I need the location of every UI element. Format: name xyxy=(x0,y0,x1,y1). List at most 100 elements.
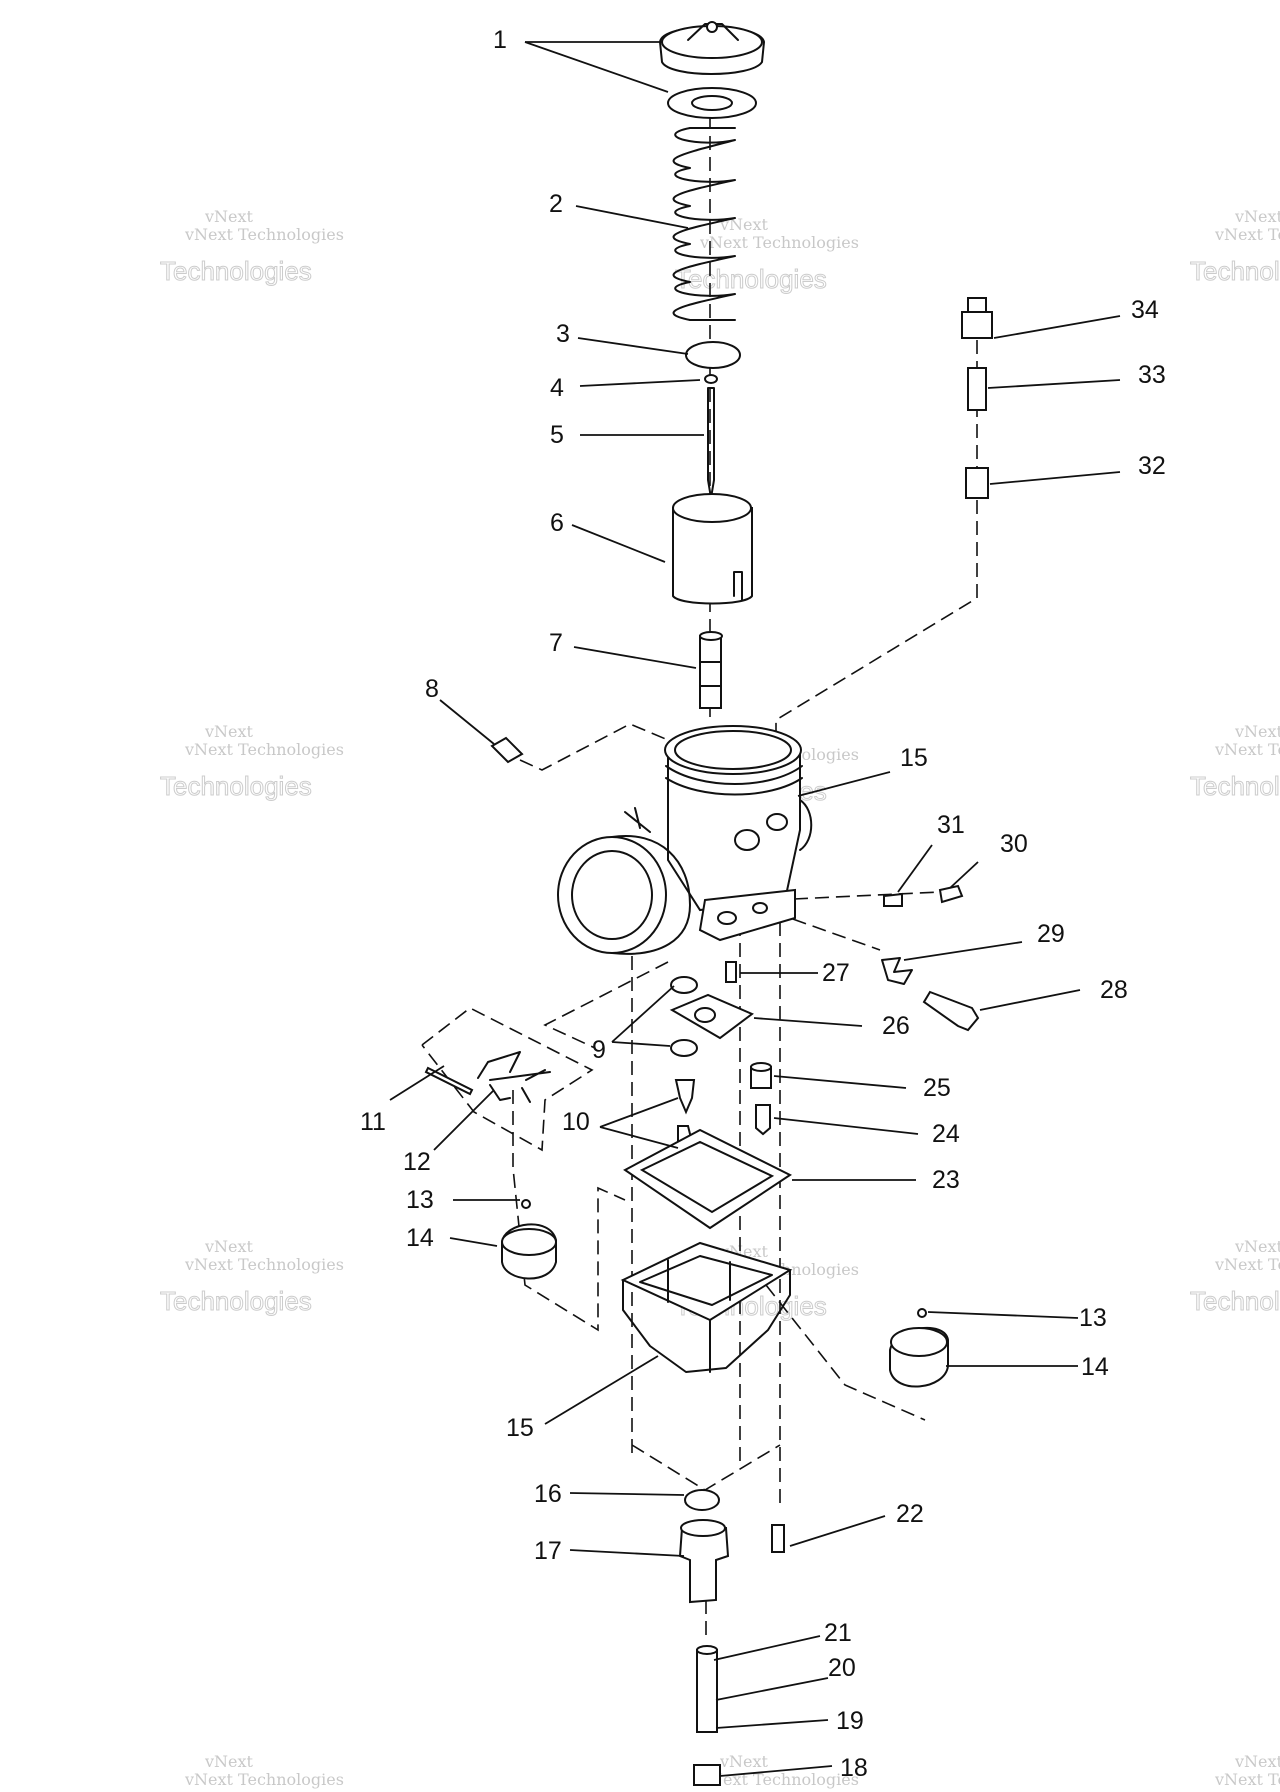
svg-text:vNext Technologies: vNext Technologies xyxy=(699,233,859,252)
part-cap-washer xyxy=(667,87,757,119)
callout-15-lower: 15 xyxy=(506,1414,534,1442)
part-main-jet xyxy=(693,1764,721,1786)
part-idle-spring xyxy=(881,957,913,985)
part-retainer-plate xyxy=(685,341,741,369)
part-pilot-screw xyxy=(755,1104,771,1136)
svg-text:vNext Technologies: vNext Technologies xyxy=(184,225,344,244)
callout-17: 17 xyxy=(534,1537,562,1565)
watermark-group: vNext vNext Technologies Technologies vN… xyxy=(160,207,1280,1789)
callout-5: 5 xyxy=(550,421,564,449)
watermark: vNext vNext Technologies xyxy=(1214,1752,1280,1789)
svg-text:Technologies: Technologies xyxy=(1190,1286,1280,1316)
svg-text:vNext: vNext xyxy=(1234,207,1280,226)
part-plunger xyxy=(965,467,989,499)
svg-text:vNext Technologies: vNext Technologies xyxy=(184,1770,344,1789)
callout-14: 14 xyxy=(406,1224,434,1252)
svg-text:vNext Technologies: vNext Technologies xyxy=(184,1255,344,1274)
part-idle-screw xyxy=(922,990,980,1032)
watermark: vNext vNext Technologies Technologies xyxy=(675,215,859,295)
callout-11: 11 xyxy=(360,1108,386,1136)
svg-text:vNext Technologies: vNext Technologies xyxy=(184,740,344,759)
watermark: vNext vNext Technologies Technologies xyxy=(160,722,344,802)
callout-3: 3 xyxy=(556,320,570,348)
callout-14-right: 14 xyxy=(1081,1353,1109,1381)
svg-text:Technologies: Technologies xyxy=(160,1286,312,1316)
watermark: vNext vNext Technologies Technologies xyxy=(160,207,344,287)
watermark: vNext vNext Technologies Technologies xyxy=(1190,1237,1280,1317)
part-bowl-o-ring xyxy=(684,1489,720,1511)
svg-text:vNext: vNext xyxy=(719,1752,769,1771)
svg-text:vNext: vNext xyxy=(1234,1237,1280,1256)
part-bowl-screw xyxy=(771,1524,785,1553)
callout-32: 32 xyxy=(1138,452,1166,480)
part-float-bowl-gasket xyxy=(623,1128,792,1230)
svg-text:vNext: vNext xyxy=(1234,722,1280,741)
callout-1: 1 xyxy=(493,26,507,54)
callout-30: 30 xyxy=(1000,830,1028,858)
svg-text:vNext: vNext xyxy=(204,207,254,226)
callout-6: 6 xyxy=(550,509,564,537)
callout-33: 33 xyxy=(1138,361,1166,389)
part-float-valve-plate xyxy=(669,993,754,1040)
callout-13: 13 xyxy=(406,1186,434,1214)
callout-25: 25 xyxy=(923,1074,951,1102)
watermark: vNext vNext Technologies xyxy=(184,1752,344,1789)
watermark: vNext vNext Technologies Technologies xyxy=(160,1237,344,1317)
callout-19: 19 xyxy=(836,1707,864,1735)
leader-lines xyxy=(389,41,1121,1777)
part-o-ring xyxy=(670,1039,698,1057)
watermark: vNext vNext Technologies Technologies xyxy=(1190,722,1280,802)
part-plunger-spring xyxy=(967,367,987,411)
part-air-screw xyxy=(938,884,964,904)
callout-2: 2 xyxy=(549,190,563,218)
callout-12: 12 xyxy=(403,1148,431,1176)
part-float-bowl xyxy=(620,1241,793,1373)
callout-27: 27 xyxy=(822,959,850,987)
svg-text:Technologies: Technologies xyxy=(675,264,827,294)
svg-text:Technologies: Technologies xyxy=(160,771,312,801)
part-cap-plug xyxy=(750,1062,772,1089)
part-air-screw-spring xyxy=(883,892,903,907)
callout-23: 23 xyxy=(932,1166,960,1194)
part-o-ring xyxy=(670,976,698,994)
callout-28: 28 xyxy=(1100,976,1128,1004)
svg-text:vNext Technologies: vNext Technologies xyxy=(1214,740,1280,759)
callout-18: 18 xyxy=(840,1754,868,1782)
part-needle-jet xyxy=(699,631,723,709)
callout-16: 16 xyxy=(534,1480,562,1508)
svg-text:vNext Technologies: vNext Technologies xyxy=(1214,1255,1280,1274)
svg-text:vNext: vNext xyxy=(1234,1752,1280,1771)
svg-text:vNext: vNext xyxy=(204,722,254,741)
part-small-screw xyxy=(725,961,737,983)
svg-text:vNext: vNext xyxy=(204,1752,254,1771)
part-cap xyxy=(658,21,766,75)
part-spring xyxy=(672,127,736,321)
callout-29: 29 xyxy=(1037,920,1065,948)
part-carburetor-body xyxy=(557,725,813,955)
callout-9: 9 xyxy=(592,1036,606,1064)
callout-13-right: 13 xyxy=(1079,1304,1107,1332)
svg-text:vNext Technologies: vNext Technologies xyxy=(1214,225,1280,244)
part-float-right xyxy=(889,1308,949,1388)
svg-text:vNext: vNext xyxy=(204,1237,254,1256)
watermark: vNext vNext Technologies Technologies xyxy=(1190,207,1280,287)
callout-4: 4 xyxy=(550,374,564,402)
part-drain-fitting xyxy=(678,1519,730,1604)
assembly-lines xyxy=(421,115,978,1640)
callout-10: 10 xyxy=(562,1108,590,1136)
part-float-left xyxy=(501,1199,557,1280)
callout-7: 7 xyxy=(549,629,563,657)
svg-text:Technologies: Technologies xyxy=(1190,256,1280,286)
part-pilot-pin xyxy=(490,736,524,764)
callout-31: 31 xyxy=(937,811,965,839)
part-throttle-slide xyxy=(672,493,753,605)
part-float-arm xyxy=(477,1051,551,1103)
callout-26: 26 xyxy=(882,1012,910,1040)
part-jet-needle xyxy=(707,387,715,499)
callout-24: 24 xyxy=(932,1120,960,1148)
part-plunger-nut xyxy=(961,297,993,339)
callout-labels: 1 2 3 4 5 6 7 8 9 10 11 12 13 14 15 15 1… xyxy=(360,26,1166,1782)
callout-20: 20 xyxy=(828,1654,856,1682)
callout-8: 8 xyxy=(425,675,439,703)
